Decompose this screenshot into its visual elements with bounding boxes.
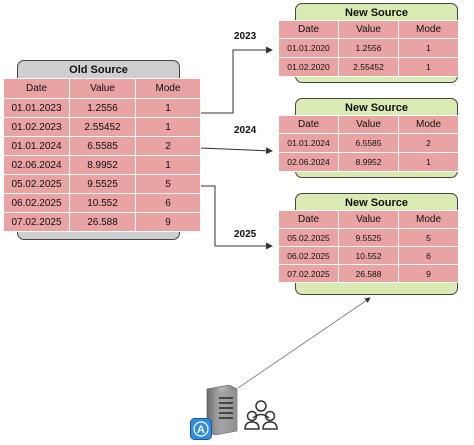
column-header: Mode [398,115,459,134]
table-row: 01.01.2024 6.5585 2 [278,133,459,153]
column-header: Value [338,115,399,134]
value-cell: 10.552 [69,193,136,213]
mode-cell: 2 [398,133,459,153]
date-cell: 05.02.2025 [3,174,70,194]
mode-cell: 5 [135,174,201,194]
table-row: 01.02.2020 2.55452 1 [278,57,459,77]
app-badge-icon: A [190,418,212,445]
mode-cell: 9 [135,212,201,232]
table-row: 05.02.2025 9.5525 5 [278,228,459,247]
new-source-table-2024: Date Value Mode 01.01.2024 6.5585 2 02.0… [278,115,459,172]
mode-cell: 6 [135,193,201,213]
date-cell: 06.02.2025 [278,246,339,265]
new-source-title: New Source [345,102,408,114]
date-cell: 02.06.2024 [278,152,339,172]
value-cell: 9.5525 [338,228,399,247]
year-label-2023: 2023 [234,31,257,42]
date-cell: 07.02.2025 [3,212,70,232]
date-cell: 01.01.2020 [278,38,339,58]
table-row: 02.06.2024 8.9952 1 [3,155,201,175]
value-cell: 2.55452 [338,57,399,77]
table-row: 06.02.2025 10.552 6 [3,193,201,213]
value-cell: 2.55452 [69,117,136,137]
table-row: 01.02.2023 2.55452 1 [3,117,201,137]
arrow-users-to-source [237,297,371,389]
table-row: 01.01.2024 6.5585 2 [3,136,201,156]
date-cell: 01.01.2024 [3,136,70,156]
table-row: 07.02.2025 26.588 9 [3,212,201,232]
table-row: 01.01.2023 1.2556 1 [3,98,201,118]
column-header: Value [338,20,399,39]
value-cell: 1.2556 [338,38,399,58]
column-header: Value [69,78,136,99]
mode-cell: 1 [135,117,201,137]
value-cell: 6.5585 [338,133,399,153]
new-source-title: New Source [345,197,408,209]
value-cell: 6.5585 [69,136,136,156]
value-cell: 8.9952 [338,152,399,172]
date-cell: 01.01.2024 [278,133,339,153]
app-badge-letter: A [197,424,205,436]
table-row: 06.02.2025 10.552 6 [278,246,459,265]
value-cell: 9.5525 [69,174,136,194]
mode-cell: 6 [398,246,459,265]
year-label-2024: 2024 [234,125,257,136]
new-source-table-2023: Date Value Mode 01.01.2020 1.2556 1 01.0… [278,20,459,77]
table-row: 07.02.2025 26.588 9 [278,264,459,283]
arrow-2023 [200,46,273,114]
column-header: Value [338,210,399,229]
value-cell: 26.588 [69,212,136,232]
column-header: Date [278,20,339,39]
mode-cell: 1 [398,38,459,58]
column-header: Date [278,115,339,134]
old-source-table: Date Value Mode 01.01.2023 1.2556 1 01.0… [3,78,201,232]
year-label-2025: 2025 [234,229,257,240]
arrow-2024 [199,147,273,155]
mode-cell: 1 [135,98,201,118]
mode-cell: 2 [135,136,201,156]
table-row: 05.02.2025 9.5525 5 [3,174,201,194]
new-source-title: New Source [345,7,408,19]
date-cell: 05.02.2025 [278,228,339,247]
date-cell: 01.02.2020 [278,57,339,77]
date-cell: 07.02.2025 [278,264,339,283]
column-header: Mode [398,210,459,229]
value-cell: 8.9952 [69,155,136,175]
mode-cell: 1 [398,57,459,77]
value-cell: 1.2556 [69,98,136,118]
mode-cell: 1 [398,152,459,172]
value-cell: 10.552 [338,246,399,265]
mode-cell: 1 [135,155,201,175]
table-row: 01.01.2020 1.2556 1 [278,38,459,58]
column-header: Date [278,210,339,229]
value-cell: 26.588 [338,264,399,283]
date-cell: 01.01.2023 [3,98,70,118]
date-cell: 06.02.2025 [3,193,70,213]
mode-cell: 9 [398,264,459,283]
new-source-table-2025: Date Value Mode 05.02.2025 9.5525 5 06.0… [278,210,459,283]
users-icon [244,398,278,437]
old-source-title: Old Source [69,64,128,76]
column-header: Date [3,78,70,99]
table-row: 02.06.2024 8.9952 1 [278,152,459,172]
date-cell: 01.02.2023 [3,117,70,137]
column-header: Mode [135,78,201,99]
mode-cell: 5 [398,228,459,247]
date-cell: 02.06.2024 [3,155,70,175]
column-header: Mode [398,20,459,39]
